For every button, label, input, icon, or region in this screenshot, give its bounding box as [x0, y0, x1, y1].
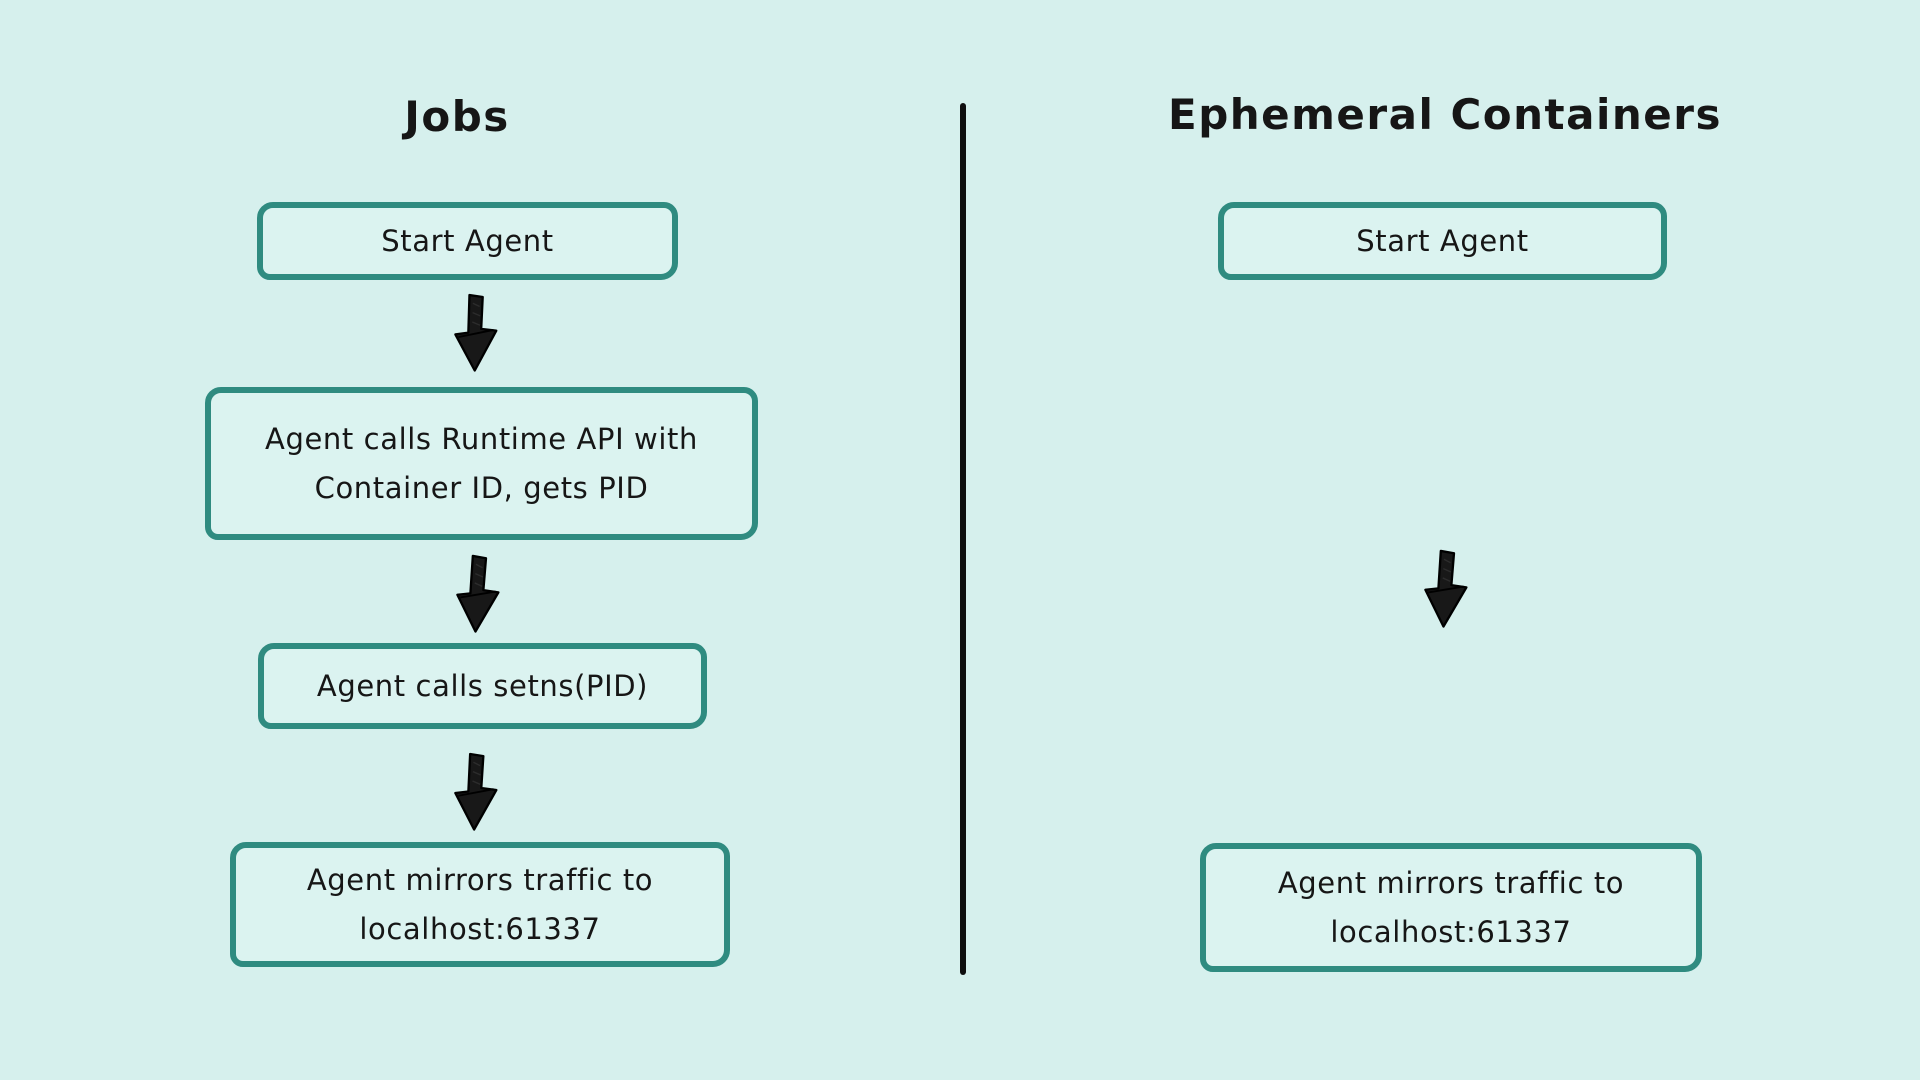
- flow-node-ephemeral-mirror-traffic: Agent mirrors traffic to localhost:61337: [1200, 843, 1702, 972]
- down-arrow-icon: [445, 750, 505, 837]
- flow-node-jobs-mirror-traffic: Agent mirrors traffic to localhost:61337: [230, 842, 730, 967]
- flow-node-label: Start Agent: [1356, 223, 1529, 258]
- flow-node-jobs-start-agent: Start Agent: [257, 202, 678, 280]
- flow-node-label-line: localhost:61337: [1330, 914, 1572, 949]
- flow-node-label-line: localhost:61337: [359, 911, 601, 946]
- down-arrow-icon: [448, 552, 507, 638]
- column-divider-line: [960, 103, 966, 975]
- flow-node-jobs-setns: Agent calls setns(PID): [258, 643, 707, 729]
- flow-node-label: Agent calls setns(PID): [316, 668, 649, 703]
- flow-node-jobs-runtime-api: Agent calls Runtime API with Container I…: [205, 387, 758, 540]
- flow-node-label: Start Agent: [381, 223, 554, 258]
- right-column-title: Ephemeral Containers: [1168, 90, 1722, 139]
- down-arrow-icon: [1416, 547, 1475, 633]
- flow-node-label-line: Container ID, gets PID: [314, 470, 649, 505]
- down-arrow-icon: [444, 290, 506, 378]
- flow-node-label-line: Agent calls Runtime API with: [265, 421, 698, 456]
- left-column-title: Jobs: [404, 92, 510, 141]
- flow-node-label-line: Agent mirrors traffic to: [306, 862, 654, 897]
- flow-node-label-line: Agent mirrors traffic to: [1277, 865, 1625, 900]
- flow-node-ephemeral-start-agent: Start Agent: [1218, 202, 1667, 280]
